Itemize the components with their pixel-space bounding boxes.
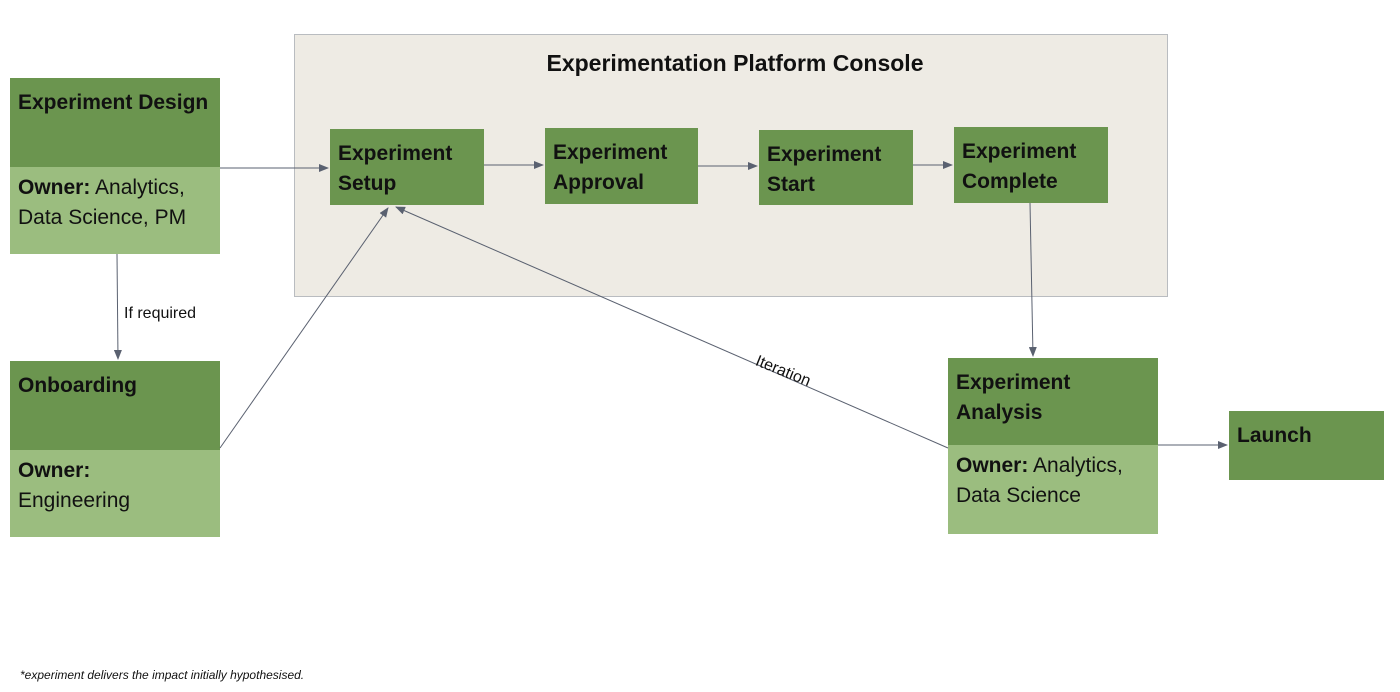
arrow-complete-to-analysis	[1028, 202, 1037, 357]
experiment-analysis-card[interactable]: Experiment Analysis Owner: Analytics, Da…	[948, 358, 1158, 534]
experiment-analysis-title: Experiment Analysis	[948, 358, 1158, 445]
owner-label: Owner:	[18, 459, 91, 482]
console-title: Experimentation Platform Console	[546, 50, 924, 76]
arrow-onboarding-to-setup	[219, 207, 389, 449]
step-approval-label: Experiment Approval	[553, 141, 668, 194]
owner-value: Analytics, Data Science	[956, 454, 1123, 507]
step-start-label: Experiment Start	[767, 143, 882, 196]
owner-label: Owner:	[956, 454, 1029, 477]
experiment-design-card[interactable]: Experiment Design Owner: Analytics, Data…	[10, 78, 220, 254]
step-experiment-complete[interactable]: Experiment Complete	[954, 127, 1108, 203]
onboarding-owner: Owner: Engineering	[10, 450, 220, 537]
owner-value: Engineering	[18, 489, 131, 512]
experiment-analysis-owner: Owner: Analytics, Data Science	[948, 445, 1158, 534]
experiment-design-title: Experiment Design	[10, 78, 220, 167]
arrow-design-to-onboarding	[113, 253, 122, 360]
launch-label: Launch	[1237, 424, 1312, 447]
onboarding-title: Onboarding	[10, 361, 220, 450]
launch-box[interactable]: Launch	[1229, 411, 1384, 480]
owner-label: Owner:	[18, 176, 91, 199]
edge-label-if-required: If required	[124, 305, 197, 322]
step-complete-label: Experiment Complete	[962, 140, 1077, 193]
step-experiment-start[interactable]: Experiment Start	[759, 130, 913, 205]
owner-value: Analytics, Data Science, PM	[18, 176, 187, 229]
footnote: *experiment delivers the impact initiall…	[20, 668, 305, 682]
arrow-analysis-iteration-to-setup	[395, 206, 949, 449]
onboarding-card[interactable]: Onboarding Owner: Engineering	[10, 361, 220, 537]
step-experiment-setup[interactable]: Experiment Setup	[330, 129, 484, 205]
step-setup-label: Experiment Setup	[338, 142, 453, 195]
step-experiment-approval[interactable]: Experiment Approval	[545, 128, 698, 204]
experiment-design-owner: Owner: Analytics, Data Science, PM	[10, 167, 220, 254]
